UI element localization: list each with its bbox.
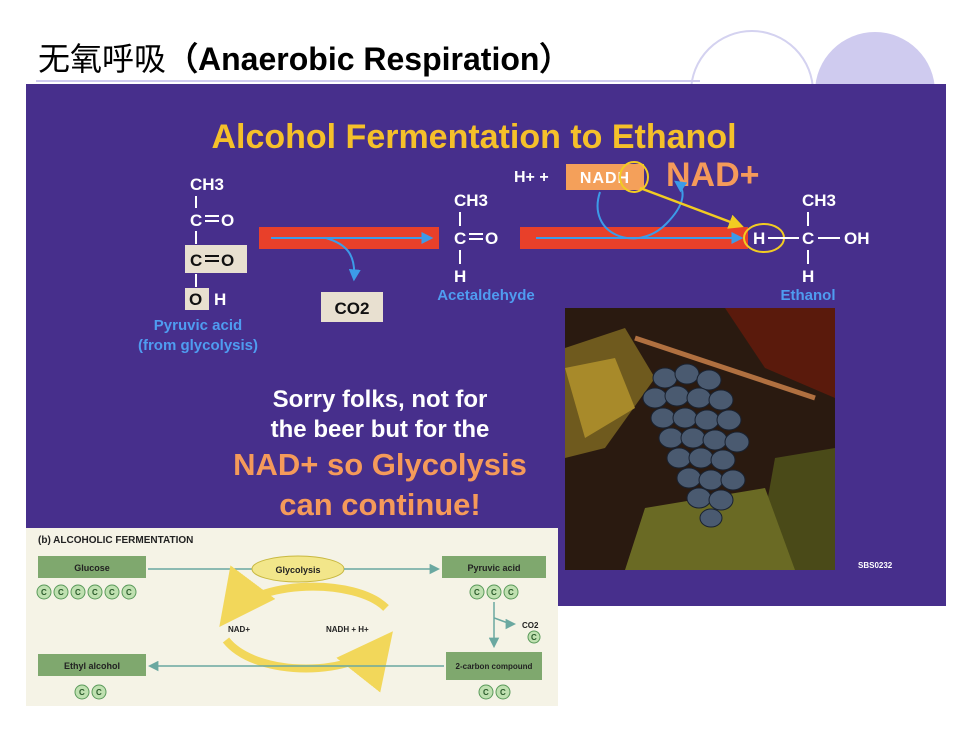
- nad-plus-diagram-label: NAD+: [228, 625, 250, 634]
- pyruvic-o1: O: [221, 211, 234, 230]
- carbon-symbol: C: [75, 588, 81, 597]
- pyruvic-label-line1: Pyruvic acid: [154, 317, 242, 334]
- two-carbon-carbons: C C: [478, 684, 511, 700]
- carbon-symbol: C: [58, 588, 64, 597]
- acetaldehyde-structure: CH3 C O H: [454, 191, 498, 286]
- acetaldehyde-label: Acetaldehyde: [437, 287, 535, 304]
- carbon-symbol: C: [41, 588, 47, 597]
- pyruvic-ch3: CH3: [190, 175, 224, 194]
- grapes-photo: SBS0232: [565, 308, 896, 572]
- acetaldehyde-c: C: [454, 229, 466, 248]
- sorry-line-1: Sorry folks, not for: [272, 386, 488, 413]
- carbon-symbol: C: [96, 688, 102, 697]
- fermentation-flow: (b) ALCOHOLIC FERMENTATION Glucose C C C…: [36, 535, 546, 700]
- grape-cluster: [642, 363, 750, 528]
- pyruvic-c1: C: [190, 211, 202, 230]
- acetaldehyde-h: H: [454, 267, 466, 286]
- sorry-line-2: the beer but for the: [270, 416, 490, 443]
- ethyl-carbons: C C: [74, 684, 107, 700]
- ethanol-h-bottom: H: [802, 267, 814, 286]
- slide-title-english: （Anaerobic Respiration）: [166, 41, 572, 77]
- ethanol-oh: OH: [844, 229, 870, 248]
- acetaldehyde-ch3: CH3: [454, 191, 488, 210]
- nadh-label: NADH: [580, 170, 630, 187]
- two-carbon-box: [446, 652, 542, 680]
- carbon-symbol: C: [474, 588, 480, 597]
- nadh-h-ring: [619, 161, 649, 193]
- hplus-label: H+ +: [514, 169, 549, 186]
- pyruvic-oh-o: O: [189, 290, 202, 309]
- glycolysis-label: Glycolysis: [275, 565, 320, 575]
- carbon-symbol: C: [531, 633, 537, 642]
- pyruvic-acid-structure: CH3 C O C O O H: [185, 175, 247, 310]
- carbon-symbol: C: [92, 588, 98, 597]
- pyruvic-carbons: C C C: [469, 584, 519, 600]
- slide-title-chinese: 无氧呼吸: [38, 40, 167, 78]
- sorry-line-4: can continue!: [279, 487, 481, 522]
- grapes-illustration: SBS0232: [565, 308, 896, 572]
- panel-heading: Alcohol Fermentation to Ethanol: [211, 118, 736, 156]
- ethyl-alcohol-label: Ethyl alcohol: [64, 661, 120, 671]
- nadh-diagram-label: NADH + H+: [326, 625, 369, 634]
- pyruvic-o2: O: [221, 251, 234, 270]
- two-carbon-label: 2-carbon compound: [456, 662, 533, 671]
- glucose-label: Glucose: [74, 563, 110, 573]
- pyruvic-c2: C: [190, 251, 202, 270]
- pyruvic-acid-label: Pyruvic acid: [467, 563, 520, 573]
- carbon-symbol: C: [483, 688, 489, 697]
- carbon-symbol: C: [508, 588, 514, 597]
- ethanol-label: Ethanol: [781, 287, 836, 304]
- photo-code-label: SBS0232: [858, 561, 893, 570]
- sorry-line-3: NAD+ so Glycolysis: [233, 447, 527, 482]
- co2-label: CO2: [335, 299, 370, 318]
- carbon-symbol: C: [79, 688, 85, 697]
- ethanol-ch3: CH3: [802, 191, 836, 210]
- pyruvic-oh-h: H: [214, 290, 226, 309]
- glucose-carbons: C C C C C C: [36, 584, 137, 600]
- ethanol-c: C: [802, 229, 814, 248]
- fermentation-title: (b) ALCOHOLIC FERMENTATION: [38, 535, 193, 546]
- carbon-symbol: C: [109, 588, 115, 597]
- acetaldehyde-o: O: [485, 229, 498, 248]
- sorry-folks-message: Sorry folks, not for the beer but for th…: [160, 385, 600, 525]
- nadh-box: [566, 164, 644, 190]
- ethanol-structure: CH3 H C OH H: [743, 191, 870, 286]
- reaction-scheme: Alcohol Fermentation to Ethanol CH3 C O …: [138, 118, 870, 354]
- carbon-symbol: C: [126, 588, 132, 597]
- pyruvic-label-line2: (from glycolysis): [138, 337, 258, 354]
- ethyl-alcohol-box: [38, 654, 146, 676]
- carbon-symbol: C: [500, 688, 506, 697]
- glucose-box: [38, 556, 146, 578]
- co2-box: [321, 292, 383, 322]
- slide-title: 无氧呼吸（Anaerobic Respiration）: [38, 34, 571, 80]
- co2-output-label: CO2: [522, 621, 539, 630]
- pyruvic-acid-box: [442, 556, 546, 578]
- nad-plus-label: NAD+: [666, 156, 760, 194]
- alcoholic-fermentation-diagram: (b) ALCOHOLIC FERMENTATION Glucose C C C…: [26, 528, 558, 706]
- carbon-symbol: C: [491, 588, 497, 597]
- title-underline: [36, 80, 700, 82]
- ethanol-h-left: H: [753, 229, 765, 248]
